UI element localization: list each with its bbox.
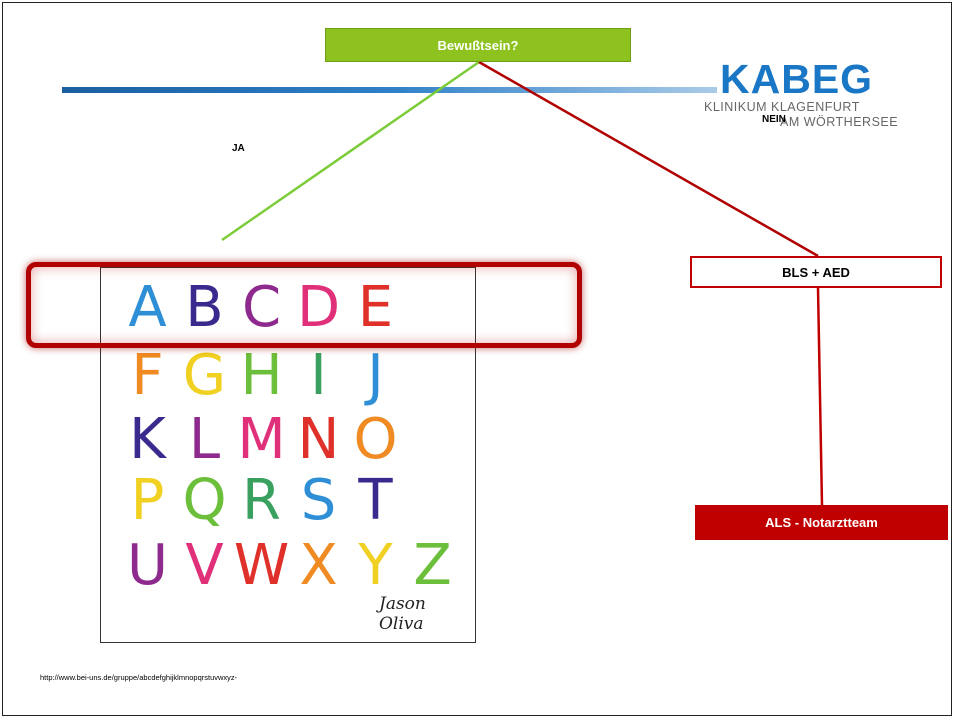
alphabet-letter: N xyxy=(297,407,340,472)
logo-subtitle-line1: KLINIKUM KLAGENFURT xyxy=(704,100,860,114)
alphabet-letter: G xyxy=(182,343,227,408)
alphabet-letter: P xyxy=(130,468,165,533)
alphabet-letter: Q xyxy=(182,468,227,533)
alphabet-letter: C xyxy=(241,275,282,340)
artist-signature: Jason Oliva xyxy=(379,594,426,634)
alphabet-letter: V xyxy=(185,533,224,598)
alphabet-letter: T xyxy=(358,468,393,533)
alphabet-letter: I xyxy=(310,343,327,408)
alphabet-letter: W xyxy=(233,533,290,598)
alphabet-letter: O xyxy=(353,407,398,472)
alphabet-letter: E xyxy=(357,275,394,340)
header-bar xyxy=(62,87,717,93)
alphabet-letter: L xyxy=(188,407,221,472)
bls-aed-box: BLS + AED xyxy=(690,256,942,288)
consciousness-question-box: Bewußtsein? xyxy=(325,28,631,62)
alphabet-letter: B xyxy=(185,275,224,340)
yes-connector xyxy=(221,60,480,242)
logo-subtitle-line2: AM WÖRTHERSEE xyxy=(780,115,899,129)
bls-als-connector xyxy=(816,287,824,506)
alphabet-letter: K xyxy=(129,407,166,472)
yes-label: JA xyxy=(232,143,245,154)
alphabet-letter: Z xyxy=(413,533,452,598)
alphabet-letter: H xyxy=(240,343,283,408)
no-label: NEIN xyxy=(762,114,786,125)
kabeg-logo: KABEG xyxy=(720,56,874,102)
source-url: http://www.bei-uns.de/gruppe/abcdefghijk… xyxy=(40,673,238,682)
alphabet-letter: U xyxy=(127,533,168,598)
alphabet-letter: R xyxy=(242,468,281,533)
alphabet-letter: F xyxy=(131,343,164,408)
alphabet-letter: S xyxy=(300,468,337,533)
abcde-highlight-frame xyxy=(26,262,582,348)
alphabet-letter: A xyxy=(128,275,167,340)
alphabet-letter: Y xyxy=(358,533,393,598)
alphabet-letter: X xyxy=(299,533,338,598)
alphabet-letter: M xyxy=(237,407,286,472)
als-notarztteam-box: ALS - Notarztteam xyxy=(695,505,948,540)
alphabet-letter: D xyxy=(296,275,341,340)
alphabet-letter: J xyxy=(367,343,384,408)
no-connector xyxy=(478,60,819,258)
